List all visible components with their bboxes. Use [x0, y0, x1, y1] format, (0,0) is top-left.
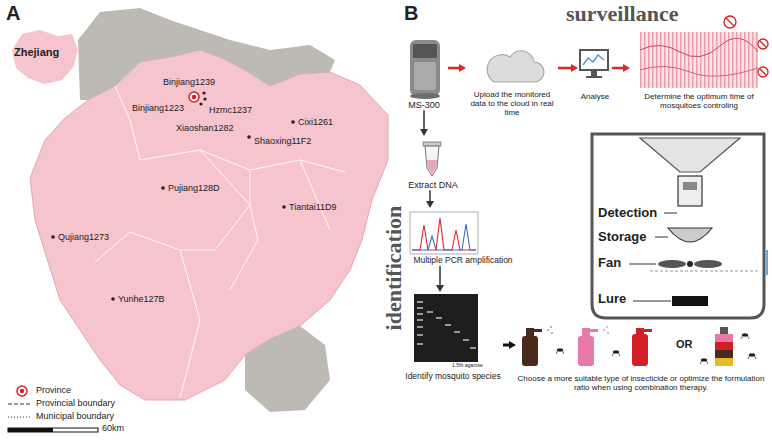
legend-samples — [8, 386, 31, 417]
arrow-line — [558, 67, 572, 70]
arrow-line — [503, 344, 510, 347]
site-dots — [51, 91, 295, 300]
site-label: Pujiang128D — [168, 184, 220, 194]
section-heading: surveillance — [566, 2, 678, 26]
step-text: Choose a more suitable type of insectici… — [516, 374, 766, 392]
inset-province — [12, 30, 78, 84]
process-step: Identify mosquito species — [403, 292, 503, 382]
monitor-icon — [580, 50, 608, 78]
gel-note: 1.5% agarose — [452, 363, 483, 369]
arrow-head — [426, 201, 434, 208]
site-label: Hzmc1237 — [209, 106, 252, 116]
process-step: Choose a more suitable type of insectici… — [516, 322, 766, 392]
arrow-line — [448, 67, 460, 70]
part-label: Detection — [598, 206, 657, 220]
site-label: Yunhe127B — [118, 295, 165, 305]
arrow-line — [423, 110, 425, 130]
step-text: Multiple PCR amplification — [403, 256, 523, 266]
section-heading: identification — [382, 206, 406, 331]
flow-arrow — [612, 64, 630, 72]
arrow-line — [612, 67, 624, 70]
site-label: Xiaoshan1282 — [176, 124, 234, 134]
site-label: Binjiang1239 — [163, 78, 215, 88]
heatmap-chart — [640, 16, 768, 88]
part-label: Storage — [598, 230, 646, 244]
scale-bar — [8, 428, 98, 432]
arrow-head — [420, 129, 428, 136]
arrow-head — [459, 64, 466, 72]
panel-letter: B — [404, 2, 418, 24]
step-text: Extract DNA — [403, 180, 463, 190]
tube-icon — [423, 142, 441, 176]
arrow-line — [429, 190, 431, 202]
trap-schematic — [592, 134, 767, 318]
neighbour-area — [78, 8, 335, 100]
device-step: MS-300 — [400, 36, 448, 110]
process-step: Determine the optimum time of mosquitoes… — [630, 30, 768, 110]
site-label: Qujiang1273 — [58, 233, 109, 243]
flow-arrow — [503, 341, 516, 349]
flow-arrow — [448, 64, 466, 72]
cloud-icon — [487, 51, 544, 82]
or-label: OR — [676, 338, 693, 350]
legend-text: Province — [36, 386, 71, 396]
arrow-head — [623, 64, 630, 72]
step-text: Analyse — [578, 92, 612, 101]
process-step: Extract DNA — [403, 136, 463, 190]
site-label: Cixi1261 — [298, 118, 333, 128]
legend-text: Provincial boundary — [36, 399, 115, 409]
province-area — [30, 50, 388, 400]
process-step: Analyse — [578, 40, 612, 101]
step-text: MS-300 — [400, 100, 448, 110]
flow-arrow — [558, 64, 578, 72]
process-step: Upload the monitored data to the cloud i… — [466, 40, 558, 118]
flow-arrow — [426, 190, 434, 208]
insecticide-icons — [522, 326, 756, 366]
step-text: Identify mosquito species — [403, 372, 503, 382]
part-label: Fan — [598, 256, 621, 270]
site-label: Shaoxing11F2 — [254, 137, 311, 147]
arrow-head — [436, 285, 444, 292]
step-text: Determine the optimum time of mosquitoes… — [630, 92, 768, 110]
arrow-head — [509, 341, 516, 349]
step-text: Upload the monitored data to the cloud i… — [466, 90, 558, 118]
panel-letter: A — [6, 2, 20, 24]
flow-arrow — [420, 110, 428, 136]
capital-marker — [189, 92, 199, 102]
arrow-head — [571, 64, 578, 72]
municipal-boundaries — [95, 86, 345, 398]
part-label: Lure — [598, 292, 626, 306]
inset-label: Zhejiang — [14, 46, 59, 58]
legend-text: Municipal boundary — [36, 412, 114, 422]
pcr-curve — [410, 212, 478, 254]
process-step: Multiple PCR amplification — [403, 208, 523, 266]
trap-device-icon — [410, 40, 440, 99]
neighbour-area — [245, 326, 330, 412]
scale-label: 60km — [102, 424, 124, 434]
site-label: Binjiang1223 — [132, 104, 184, 114]
gel-image — [414, 294, 478, 362]
flow-arrow — [436, 266, 444, 292]
arrow-line — [439, 266, 441, 286]
site-label: Tiantai11D9 — [289, 203, 337, 213]
